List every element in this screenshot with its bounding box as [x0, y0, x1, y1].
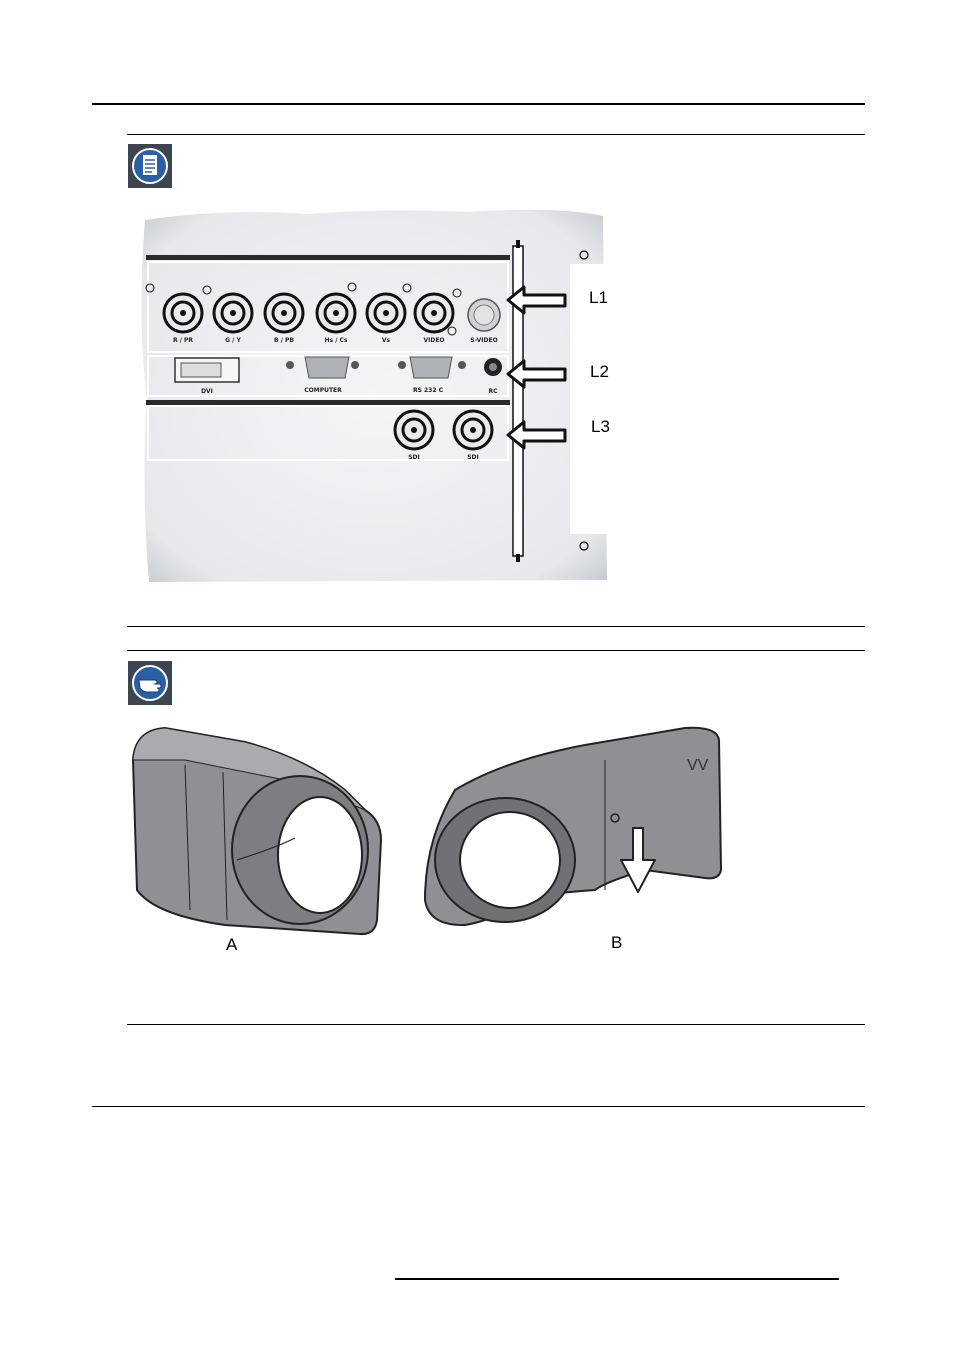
- port-label-vs: Vs: [382, 337, 391, 344]
- part-label-b: B: [611, 933, 622, 953]
- note-icon: [128, 144, 172, 188]
- lens-hood-figure: VV: [125, 720, 725, 950]
- port-label-hs-cs: Hs / Cs: [325, 337, 348, 344]
- port-label-video: VIDEO: [423, 337, 444, 344]
- part-label-a: A: [226, 935, 237, 955]
- port-label-rc: RC: [488, 388, 498, 395]
- port-label-sdi-2: SDI: [467, 454, 479, 461]
- note-bottom-rule: [127, 626, 865, 627]
- tip-hand-icon: [128, 661, 172, 705]
- lens-hood-b: VV: [425, 728, 721, 925]
- port-label-sdi-1: SDI: [408, 454, 420, 461]
- level-label-l2: L2: [590, 362, 609, 382]
- port-label-s-video: S-VIDEO: [470, 337, 497, 344]
- port-label-g-y: G / Y: [225, 337, 241, 344]
- port-label-computer: COMPUTER: [304, 387, 342, 394]
- tip-top-rule: [127, 650, 865, 651]
- svg-text:VV: VV: [687, 757, 709, 774]
- level-label-l3: L3: [591, 417, 610, 437]
- connector-panel-figure: R / PR G / Y B / PB Hs / Cs Vs VIDEO S-V…: [127, 200, 627, 590]
- footer-rule-bottom: [395, 1278, 839, 1280]
- note-top-rule: [127, 134, 865, 135]
- tip-bottom-rule: [127, 1024, 865, 1025]
- port-label-dvi: DVI: [201, 388, 213, 395]
- level-label-l1: L1: [589, 288, 608, 308]
- footer-rule-top: [92, 1106, 865, 1107]
- port-label-r-pr: R / PR: [173, 337, 193, 344]
- port-label-b-pb: B / PB: [274, 337, 294, 344]
- lens-hood-a: [133, 728, 381, 934]
- port-label-rs232c: RS 232 C: [413, 387, 444, 394]
- header-rule: [92, 103, 865, 105]
